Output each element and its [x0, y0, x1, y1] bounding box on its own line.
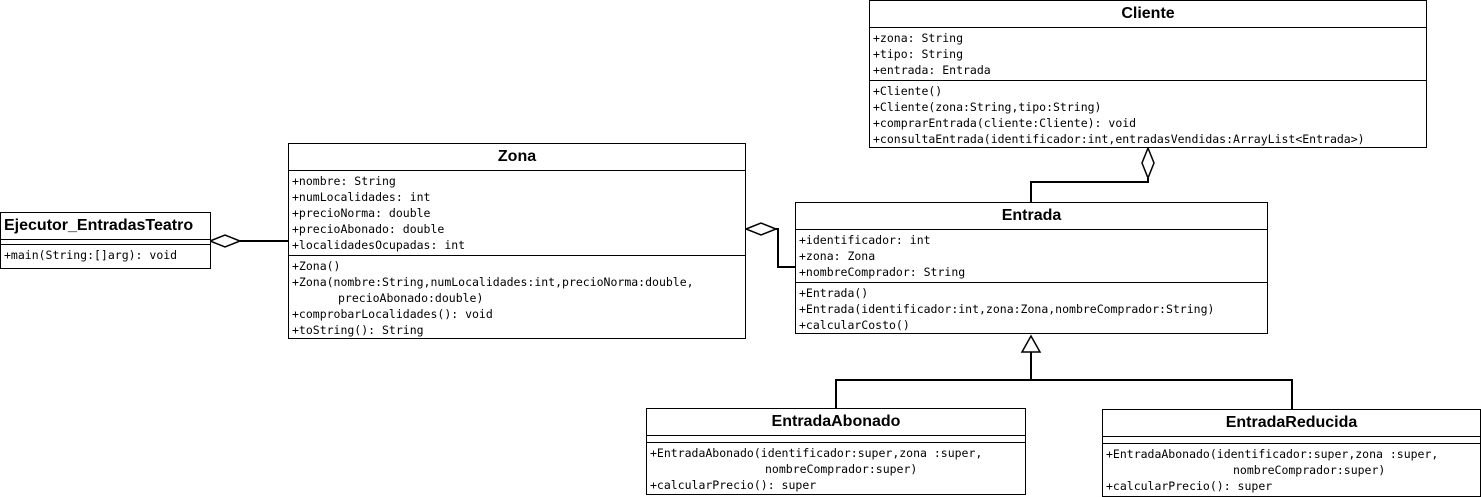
- method: +toString(): String: [292, 323, 424, 337]
- class-zona[interactable]: Zona +nombre: String +numLocalidades: in…: [288, 143, 746, 339]
- class-title: EntradaAbonado: [647, 409, 1025, 436]
- attribute: +identificador: int: [799, 233, 931, 247]
- method: +Cliente(zona:String,tipo:String): [873, 100, 1102, 114]
- class-title: Entrada: [796, 203, 1267, 230]
- attribute: +entrada: Entrada: [873, 63, 991, 77]
- methods-section: +main(String:[]arg): void: [1, 245, 210, 265]
- class-title: Cliente: [870, 1, 1426, 28]
- method-continuation: nombreComprador:super): [1233, 463, 1386, 477]
- attribute: +numLocalidades: int: [292, 190, 431, 204]
- method: +Entrada(): [799, 286, 869, 300]
- method: +calcularCosto(): [799, 318, 910, 332]
- method: +EntradaAbonado(identificador:super,zona…: [650, 446, 983, 460]
- inheritance-branch-reducida: [1031, 379, 1293, 409]
- method: +Zona(nombre:String,numLocalidades:int,p…: [292, 275, 694, 289]
- attributes-section: +nombre: String +numLocalidades: int +pr…: [289, 171, 745, 256]
- method: +EntradaAbonado(identificador:super,zona…: [1106, 447, 1439, 461]
- aggregation-diamond-zona: [743, 222, 779, 236]
- attribute: +precioNorma: double: [292, 206, 431, 220]
- attribute: +nombreComprador: String: [799, 265, 966, 279]
- attributes-section: +zona: String +tipo: String +entrada: En…: [870, 28, 1426, 81]
- aggregation-diamond-cliente: [1141, 145, 1155, 181]
- association-zona-entrada: [776, 228, 795, 268]
- methods-section: +Cliente() +Cliente(zona:String,tipo:Str…: [870, 81, 1426, 149]
- attribute: +zona: String: [873, 31, 964, 45]
- class-title: Zona: [289, 144, 745, 171]
- attribute: +tipo: String: [873, 47, 964, 61]
- attributes-section: [1, 240, 210, 245]
- class-ejecutor-entradas-teatro[interactable]: Ejecutor_EntradasTeatro +main(String:[]a…: [0, 212, 211, 269]
- method-continuation: nombreComprador:super): [765, 462, 918, 476]
- method: +calcularPrecio(): super: [650, 478, 817, 492]
- methods-section: +EntradaAbonado(identificador:super,zona…: [1103, 444, 1480, 496]
- method: +comprarEntrada(cliente:Cliente): void: [873, 116, 1137, 130]
- method: +Zona(): [292, 259, 341, 273]
- attribute: +precioAbonado: double: [292, 222, 445, 236]
- class-title: EntradaReducida: [1103, 410, 1480, 437]
- class-cliente[interactable]: Cliente +zona: String +tipo: String +ent…: [869, 0, 1427, 148]
- association-cliente-entrada: [1030, 178, 1149, 202]
- inheritance-branch-abonado: [835, 379, 1031, 408]
- aggregation-diamond-ejecutor: [207, 234, 243, 248]
- method: +main(String:[]arg): void: [4, 248, 178, 262]
- class-entrada[interactable]: Entrada +identificador: int +zona: Zona …: [795, 202, 1268, 334]
- class-entrada-reducida[interactable]: EntradaReducida +EntradaAbonado(identifi…: [1102, 409, 1481, 497]
- method: +consultaEntrada(identificador:int,entra…: [873, 132, 1365, 146]
- attribute: +localidadesOcupadas: int: [292, 238, 466, 252]
- methods-section: +EntradaAbonado(identificador:super,zona…: [647, 443, 1025, 495]
- method: +comprobarLocalidades(): void: [292, 307, 493, 321]
- class-entrada-abonado[interactable]: EntradaAbonado +EntradaAbonado(identific…: [646, 408, 1026, 495]
- attributes-section: [1103, 437, 1480, 444]
- attributes-section: [647, 436, 1025, 443]
- attributes-section: +identificador: int +zona: Zona +nombreC…: [796, 230, 1267, 283]
- attribute: +zona: Zona: [799, 249, 876, 263]
- method-continuation: precioAbonado:double): [338, 291, 484, 305]
- method: +calcularPrecio(): super: [1106, 479, 1273, 493]
- attribute: +nombre: String: [292, 174, 396, 188]
- method: +Entrada(identificador:int,zona:Zona,nom…: [799, 302, 1215, 316]
- methods-section: +Entrada() +Entrada(identificador:int,zo…: [796, 283, 1267, 335]
- class-title: Ejecutor_EntradasTeatro: [1, 213, 210, 240]
- methods-section: +Zona() +Zona(nombre:String,numLocalidad…: [289, 256, 745, 340]
- inheritance-arrow: [1020, 334, 1042, 353]
- method: +Cliente(): [873, 84, 943, 98]
